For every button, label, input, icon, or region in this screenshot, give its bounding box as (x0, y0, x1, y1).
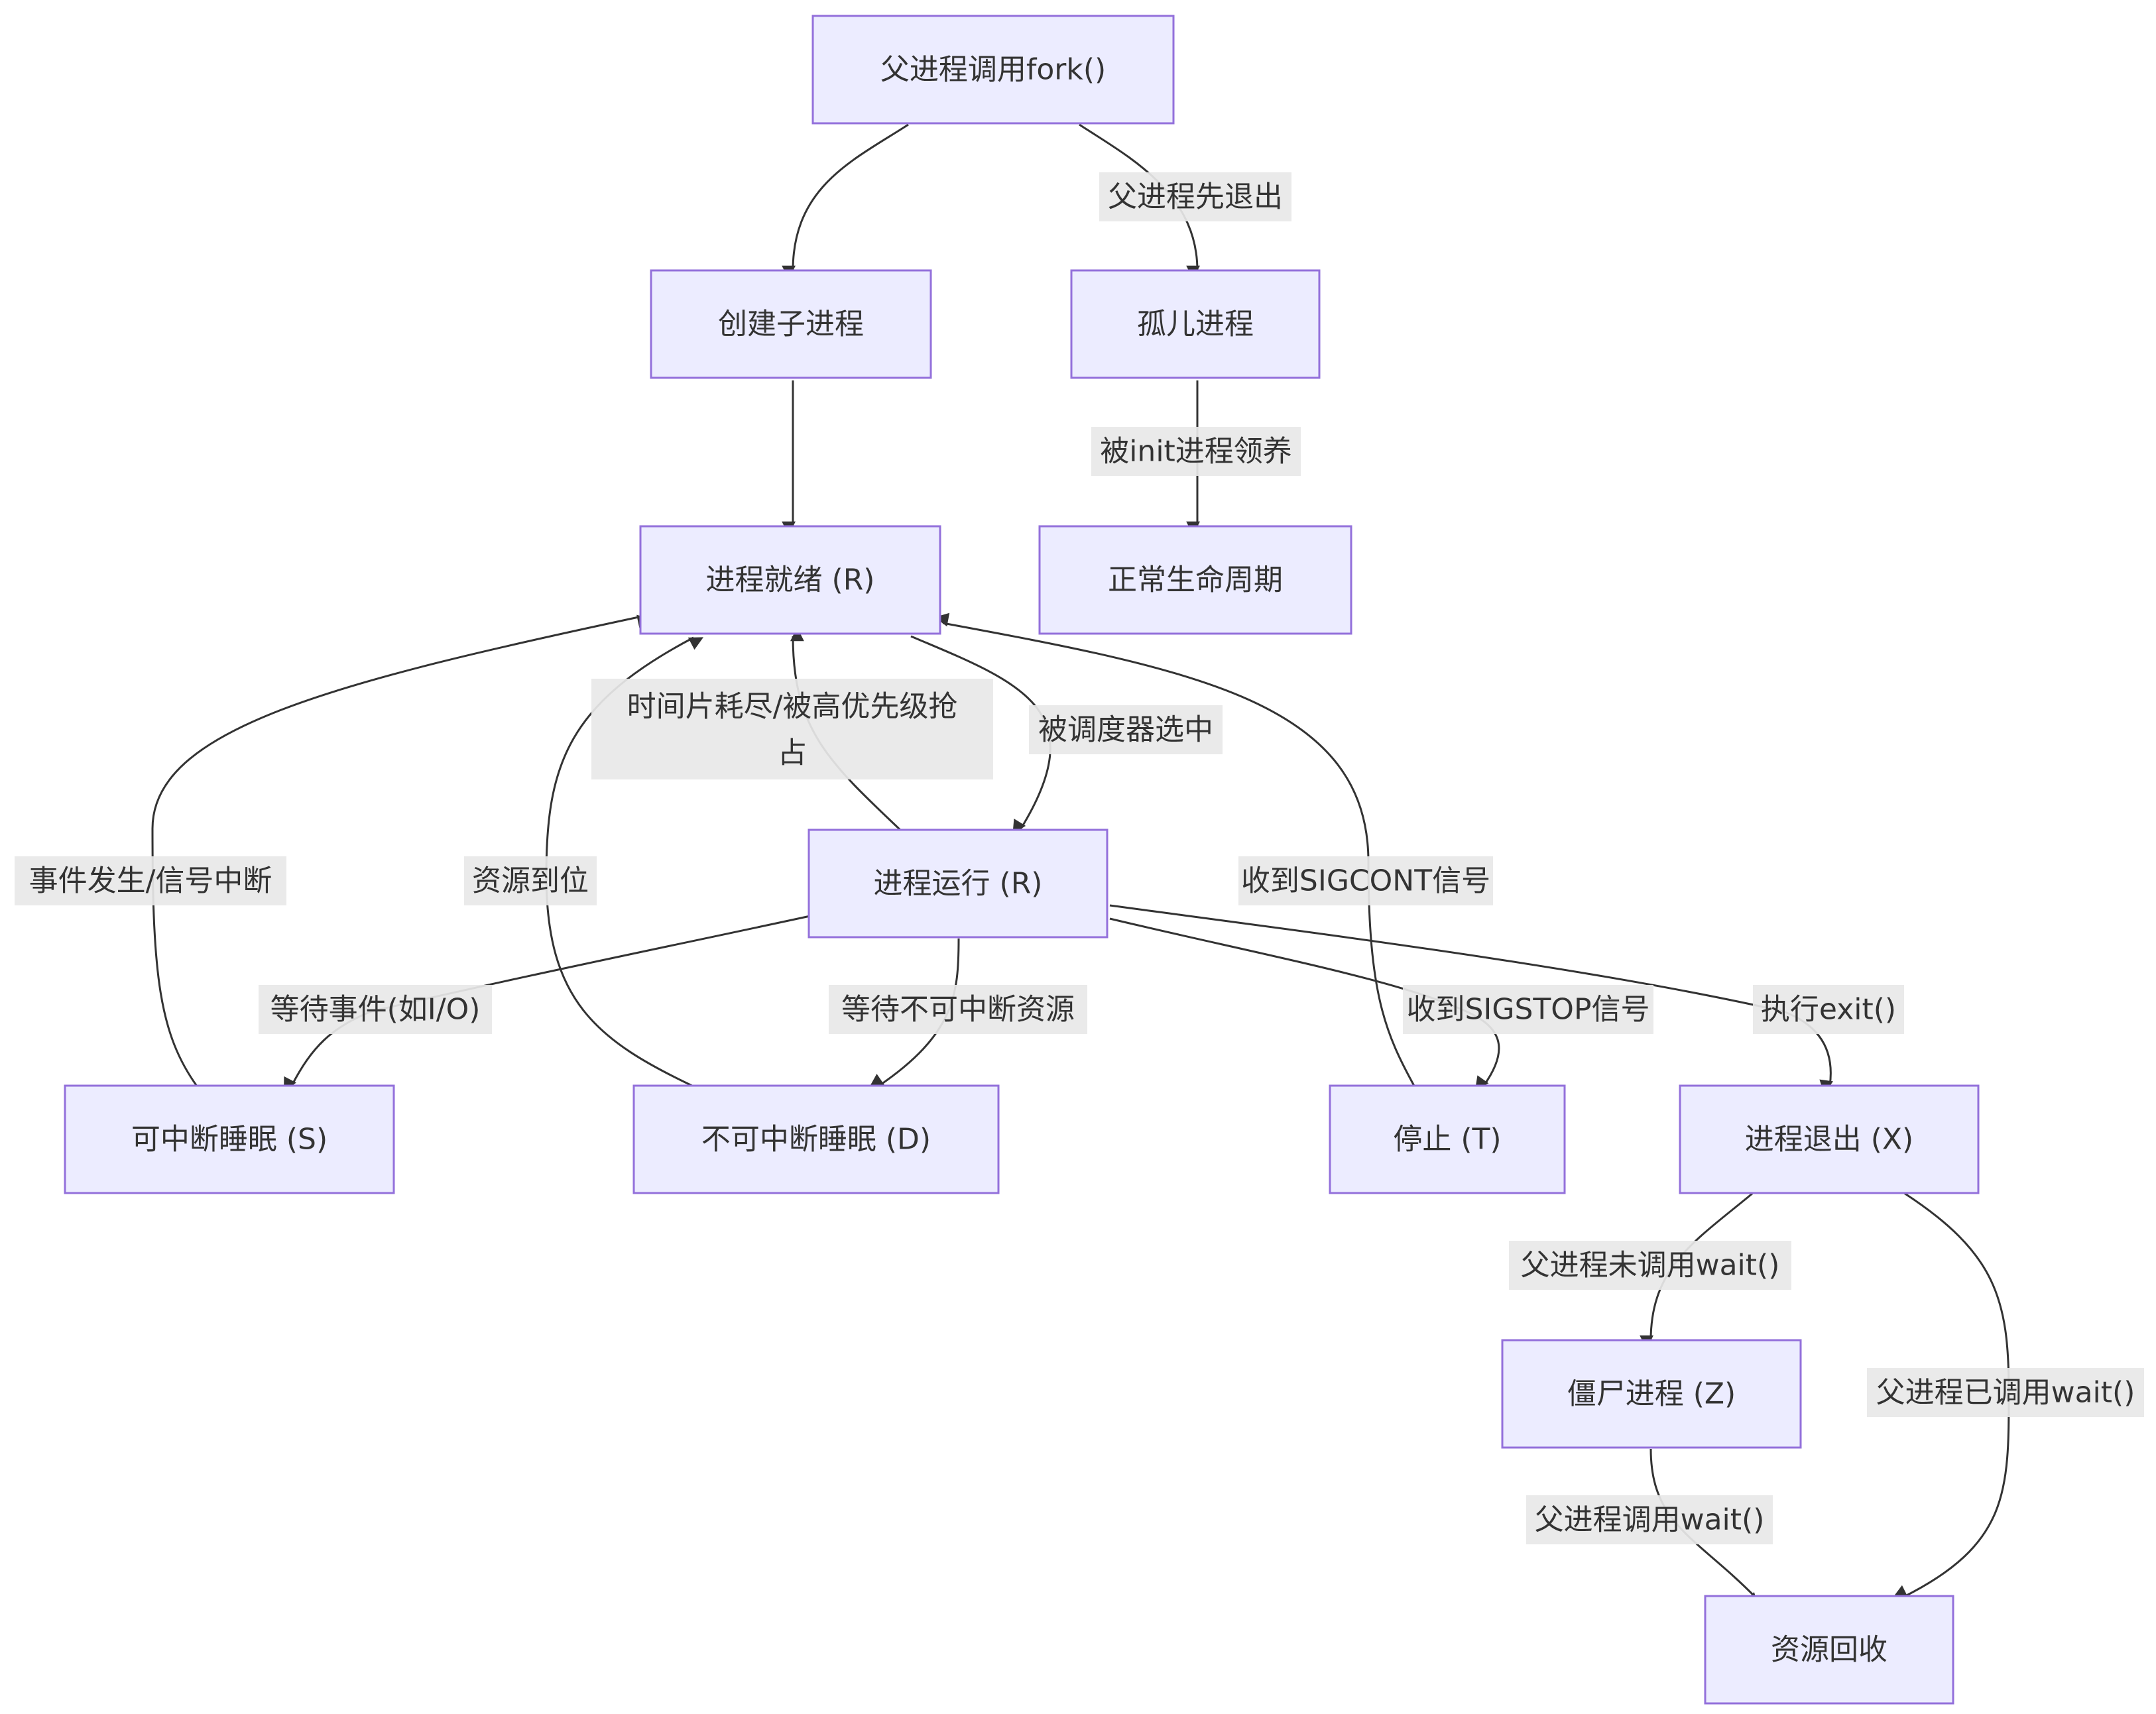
node-create-child: 创建子进程 (650, 269, 932, 379)
edge-label-call-exit: 执行exit() (1753, 985, 1904, 1034)
edge-ready-to-running (910, 635, 1051, 834)
edge-label-parent-called-wait: 父进程已调用wait() (1867, 1368, 2144, 1417)
svg-text:停止 (T): 停止 (T) (1393, 1123, 1501, 1157)
svg-text:父进程先退出: 父进程先退出 (1108, 180, 1283, 214)
edge-label-scheduled: 被调度器选中 (1029, 705, 1223, 754)
edge-label-timeslice: 时间片耗尽/被高优先级抢 占 (591, 679, 993, 779)
svg-text:进程就绪 (R): 进程就绪 (R) (706, 563, 875, 597)
node-parent-fork: 父进程调用fork() (811, 15, 1175, 125)
node-process-running: 进程运行 (R) (808, 828, 1108, 939)
svg-text:孤儿进程: 孤儿进程 (1137, 308, 1254, 341)
svg-text:资源到位: 资源到位 (472, 864, 589, 898)
svg-text:父进程调用wait(): 父进程调用wait() (1535, 1503, 1765, 1537)
svg-text:被调度器选中: 被调度器选中 (1038, 713, 1213, 747)
svg-text:收到SIGSTOP信号: 收到SIGSTOP信号 (1407, 993, 1650, 1027)
node-zombie-process: 僵尸进程 (Z) (1501, 1339, 1802, 1449)
svg-text:父进程未调用wait(): 父进程未调用wait() (1521, 1249, 1780, 1283)
svg-text:父进程已调用wait(): 父进程已调用wait() (1876, 1376, 2135, 1410)
edge-label-sigcont: 收到SIGCONT信号 (1238, 856, 1493, 905)
node-uninterruptible-sleep: 不可中断睡眠 (D) (632, 1084, 1000, 1194)
svg-text:等待不可中断资源: 等待不可中断资源 (841, 993, 1075, 1027)
node-stopped: 停止 (T) (1329, 1084, 1566, 1194)
edge-label-resource-ready: 资源到位 (464, 856, 597, 905)
edge-label-event-signal: 事件发生/信号中断 (15, 856, 286, 905)
node-process-exit: 进程退出 (X) (1679, 1084, 1980, 1194)
svg-text:等待事件(如I/O): 等待事件(如I/O) (270, 993, 481, 1027)
edge-label-parent-calls-wait: 父进程调用wait() (1526, 1495, 1773, 1544)
edge-label-wait-uninterruptible: 等待不可中断资源 (829, 985, 1087, 1034)
svg-text:资源回收: 资源回收 (1771, 1633, 1887, 1667)
svg-text:事件发生/信号中断: 事件发生/信号中断 (29, 864, 272, 898)
svg-text:执行exit(): 执行exit() (1761, 993, 1896, 1027)
node-resource-reclaim: 资源回收 (1704, 1595, 1954, 1705)
edge-fork-to-create-child (782, 123, 909, 280)
svg-text:收到SIGCONT信号: 收到SIGCONT信号 (1241, 864, 1490, 898)
edge-label-parent-exit-first: 父进程先退出 (1099, 172, 1291, 221)
edge-label-sigstop: 收到SIGSTOP信号 (1403, 985, 1653, 1034)
svg-text:正常生命周期: 正常生命周期 (1108, 563, 1283, 597)
svg-text:进程运行 (R): 进程运行 (R) (874, 867, 1043, 901)
svg-text:父进程调用fork(): 父进程调用fork() (880, 53, 1106, 87)
svg-text:时间片耗尽/被高优先级抢: 时间片耗尽/被高优先级抢 (627, 690, 958, 724)
svg-text:不可中断睡眠 (D): 不可中断睡眠 (D) (701, 1123, 931, 1157)
edge-running-to-exit (1109, 904, 1833, 1094)
edge-stopped-to-ready (934, 612, 1416, 1088)
edge-label-wait-event: 等待事件(如I/O) (259, 985, 492, 1034)
node-process-ready: 进程就绪 (R) (639, 525, 941, 635)
svg-text:被init进程领养: 被init进程领养 (1100, 435, 1292, 469)
svg-text:僵尸进程 (Z): 僵尸进程 (Z) (1567, 1377, 1736, 1411)
node-interruptible-sleep: 可中断睡眠 (S) (64, 1084, 395, 1194)
svg-text:可中断睡眠 (S): 可中断睡眠 (S) (131, 1123, 328, 1157)
edge-label-adopted-by-init: 被init进程领养 (1091, 427, 1301, 476)
edge-label-parent-no-wait: 父进程未调用wait() (1509, 1241, 1791, 1290)
svg-text:进程退出 (X): 进程退出 (X) (1745, 1123, 1913, 1157)
node-normal-lifecycle: 正常生命周期 (1038, 525, 1352, 635)
node-orphan-process: 孤儿进程 (1070, 269, 1321, 379)
edge-sleep-s-to-ready (151, 614, 652, 1088)
svg-text:占: 占 (778, 736, 807, 770)
svg-text:创建子进程: 创建子进程 (718, 308, 864, 341)
